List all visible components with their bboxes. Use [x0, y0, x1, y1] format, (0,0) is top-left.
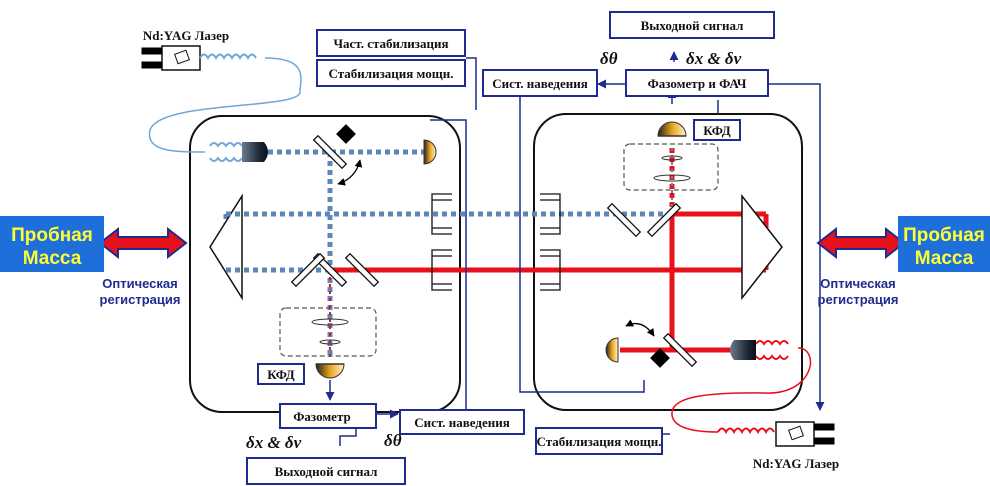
lens-box-right: [623, 143, 719, 191]
delta-xv-bottom: δx & δν: [246, 433, 302, 452]
laser-left-label: Nd:YAG Лазер: [143, 28, 229, 43]
phasemeter-box: [279, 403, 377, 429]
telescope-right: [741, 193, 783, 301]
pointing-bottom-label: Сист. наведения: [414, 415, 510, 430]
freq-stab-box: [316, 29, 466, 57]
beamsplitters-right: [606, 202, 698, 368]
pointing-top-label: Сист. наведения: [492, 76, 588, 91]
test-mass-right-line2: Масса: [915, 248, 974, 269]
laser-right-label: Nd:YAG Лазер: [753, 456, 839, 471]
qpd-right-sensor: [657, 121, 687, 137]
test-mass-arrow-right: [816, 226, 906, 260]
photodiode-left-top: [423, 139, 437, 165]
optical-readout-left-line1: Оптическая: [102, 276, 177, 291]
power-stab-left-box: [316, 59, 466, 87]
control-lines: [325, 51, 825, 446]
fiber-right: [671, 347, 812, 433]
fiber-left: [148, 57, 302, 153]
output-bottom-box: [246, 457, 406, 485]
qpd-left-label: КФД: [267, 367, 294, 382]
phasemeter-pll-box: [625, 69, 769, 97]
delta-theta-bottom: δθ: [384, 431, 402, 450]
test-mass-arrow-left: [98, 226, 188, 260]
telescope-left: [209, 193, 243, 301]
bench-windows: [431, 193, 561, 291]
pointing-bottom-box: [399, 409, 525, 435]
rotation-arrow-left: [337, 159, 363, 186]
optical-readout-left-line2: регистрация: [100, 292, 181, 307]
box-group: [246, 11, 775, 485]
phasemeter-pll-label: Фазометр и ФАЧ: [648, 76, 747, 91]
photodiode-right-bottom: [605, 337, 619, 363]
optical-readout-right-line2: регистрация: [818, 292, 899, 307]
qpd-left-sensor: [315, 363, 345, 379]
qpd-left-box: [257, 363, 305, 385]
qpd-right-label: КФД: [703, 123, 730, 138]
test-mass-left-line2: Масса: [23, 248, 82, 269]
pointing-top-box: [482, 69, 598, 97]
collimator-left: [209, 142, 268, 162]
freq-stab-label: Част. стабилизация: [333, 36, 448, 51]
delta-xv-top: δx & δν: [686, 49, 742, 68]
test-mass-left-box: [0, 216, 104, 272]
delta-theta-top: δθ: [600, 49, 618, 68]
rotation-arrow-right: [625, 319, 655, 337]
optical-readout-right-line1: Оптическая: [820, 276, 895, 291]
collimator-right: [730, 340, 789, 360]
steering-mirror-left: [336, 124, 356, 144]
phasemeter-label: Фазометр: [293, 409, 350, 424]
test-mass-right-line1: Пробная: [903, 225, 985, 246]
laser-right: [717, 421, 835, 447]
output-top-box: [609, 11, 775, 39]
beamsplitters-left: [290, 134, 380, 288]
test-mass-left-line1: Пробная: [11, 225, 93, 246]
optical-bench-right: [533, 113, 803, 411]
lens-box-left: [279, 307, 377, 357]
output-bottom-label: Выходной сигнал: [275, 464, 378, 479]
output-top-label: Выходной сигнал: [641, 18, 744, 33]
laser-left: [141, 45, 257, 71]
power-stab-right-label: Стабилизация мощн.: [537, 434, 662, 449]
power-stab-left-label: Стабилизация мощн.: [329, 66, 454, 81]
qpd-right-box: [693, 119, 741, 141]
power-stab-right-box: [535, 427, 663, 455]
test-mass-right-box: [898, 216, 990, 272]
